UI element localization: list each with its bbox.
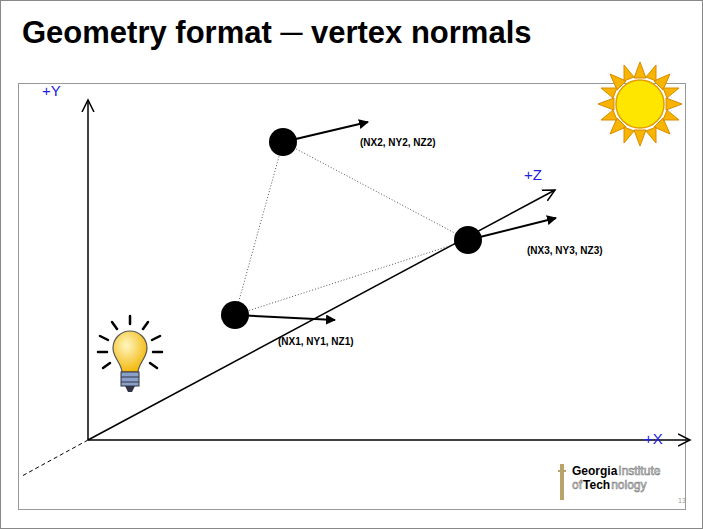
logo-mark: [558, 464, 566, 500]
z-axis-negative: [22, 440, 88, 476]
z-axis: [88, 190, 555, 440]
slide-title: Geometry format ─ vertex normals: [22, 16, 532, 50]
logo-text: nology: [611, 479, 646, 492]
logo-text: Institute: [618, 465, 660, 478]
vertex-dots: [221, 128, 482, 329]
triangle-edges: [235, 142, 468, 315]
axis-label: +X: [644, 431, 663, 448]
x-axis: [88, 439, 690, 441]
normal-arrows: [235, 122, 556, 320]
normal-label: (NX2, NY2, NZ2): [360, 137, 436, 148]
lightbulb-icon: [98, 316, 162, 392]
axis-label: +Y: [42, 83, 61, 100]
axis-label: +Z: [524, 167, 542, 184]
logo-text: Georgia: [572, 465, 617, 478]
logo-text: Tech: [583, 479, 610, 492]
normal-label: (NX1, NY1, NZ1): [278, 336, 354, 347]
panel-frame: [19, 84, 686, 510]
page-number: 13: [678, 497, 686, 505]
sun-icon: [598, 62, 682, 146]
logo-text: of: [572, 479, 582, 492]
y-axis: [87, 100, 89, 440]
normal-label: (NX3, NY3, NZ3): [527, 245, 603, 256]
